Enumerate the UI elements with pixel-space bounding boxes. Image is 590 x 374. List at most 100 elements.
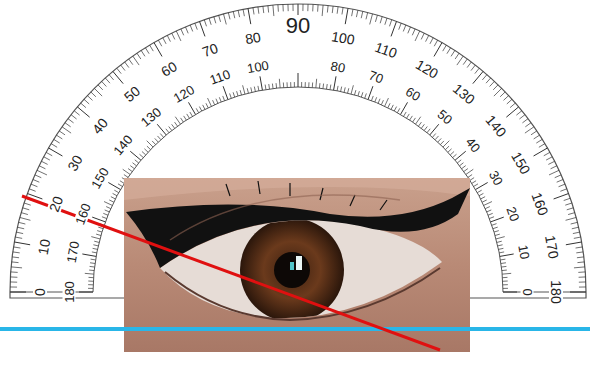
tick-mark [337,86,339,91]
tick-mark [265,85,267,90]
tick-mark [272,84,274,89]
tick-mark [500,254,514,256]
tick-mark [14,242,30,245]
tick-mark [129,59,133,65]
tick-mark [489,217,494,219]
tick-mark [356,10,357,17]
tick-mark [23,208,30,210]
tick-mark [301,82,302,87]
tick-mark [166,129,169,133]
tick-mark [468,175,472,178]
tick-mark [450,151,454,154]
tick-mark [287,4,288,11]
tick-mark [290,82,291,87]
tick-mark [401,102,408,114]
tick-mark [319,83,321,88]
tick-mark [498,245,503,246]
tick-mark [109,200,114,202]
tick-mark [317,5,318,12]
tick-mark [51,144,57,148]
tick-mark [21,213,28,215]
inner-scale-number: 130 [138,104,165,129]
tick-mark [539,144,545,148]
tick-mark [172,124,175,128]
outer-scale-number: 80 [243,29,263,46]
tick-mark [223,14,226,25]
tick-mark [455,151,466,160]
tick-mark [499,248,504,249]
tick-mark [504,96,509,101]
tick-mark [426,35,429,41]
tick-mark [287,82,288,87]
tick-mark [355,90,356,95]
tick-mark [448,149,452,152]
inner-scale-number: 70 [366,68,386,86]
tick-mark [375,15,377,22]
tick-mark [475,68,479,73]
tick-mark [567,208,574,210]
tick-mark [163,38,166,44]
tick-mark [500,92,505,97]
tick-mark [421,124,424,128]
tick-mark [88,281,93,282]
tick-mark [404,112,407,116]
tick-mark [56,135,62,139]
tick-mark [440,141,443,145]
tick-mark [466,169,473,174]
tick-mark [219,97,221,102]
tick-mark [334,76,336,90]
tick-mark [248,8,251,24]
tick-mark [89,277,94,278]
tick-mark [111,197,115,199]
tick-mark [158,40,161,46]
tick-mark [195,23,198,30]
tick-mark [566,242,582,245]
tick-mark [579,286,586,287]
outer-scale-number: 70 [199,40,220,59]
tick-mark [525,127,534,133]
outer-scale-number: 160 [529,189,551,218]
tick-mark [147,146,151,149]
tick-mark [118,184,122,187]
tick-mark [103,213,108,215]
tick-mark [565,203,572,205]
tick-mark [549,170,559,175]
tick-mark [120,181,124,184]
tick-mark [10,292,26,293]
tick-mark [525,123,531,127]
tick-mark [88,288,93,289]
tick-mark [388,103,390,108]
tick-mark [87,96,92,101]
tick-mark [20,217,31,220]
outer-scale-number: 10 [35,237,52,257]
tick-mark [432,134,435,138]
tick-mark [501,262,506,264]
tick-mark [141,50,145,56]
tick-mark [41,161,47,164]
tick-mark [91,237,100,239]
tick-mark [79,292,93,293]
tick-mark [160,134,163,138]
tick-mark [345,8,348,24]
tick-mark [104,202,112,206]
outer-scale-number: 90 [285,15,311,37]
outer-scale-number: 30 [64,152,85,174]
tick-mark [33,179,39,182]
inner-scale-number: 160 [73,200,93,227]
tick-mark [312,83,313,88]
tick-mark [415,31,420,41]
tick-mark [410,116,413,120]
inner-scale-number: 10 [516,243,532,261]
tick-mark [445,146,449,149]
tick-mark [394,107,396,111]
tick-mark [54,139,60,143]
tick-mark [172,33,175,39]
tick-mark [572,227,579,229]
tick-mark [326,84,328,89]
tick-mark [488,213,493,215]
outer-scale-number: 20 [46,193,65,214]
highlight [296,256,302,270]
tick-mark [237,91,238,96]
tick-mark [486,78,491,83]
